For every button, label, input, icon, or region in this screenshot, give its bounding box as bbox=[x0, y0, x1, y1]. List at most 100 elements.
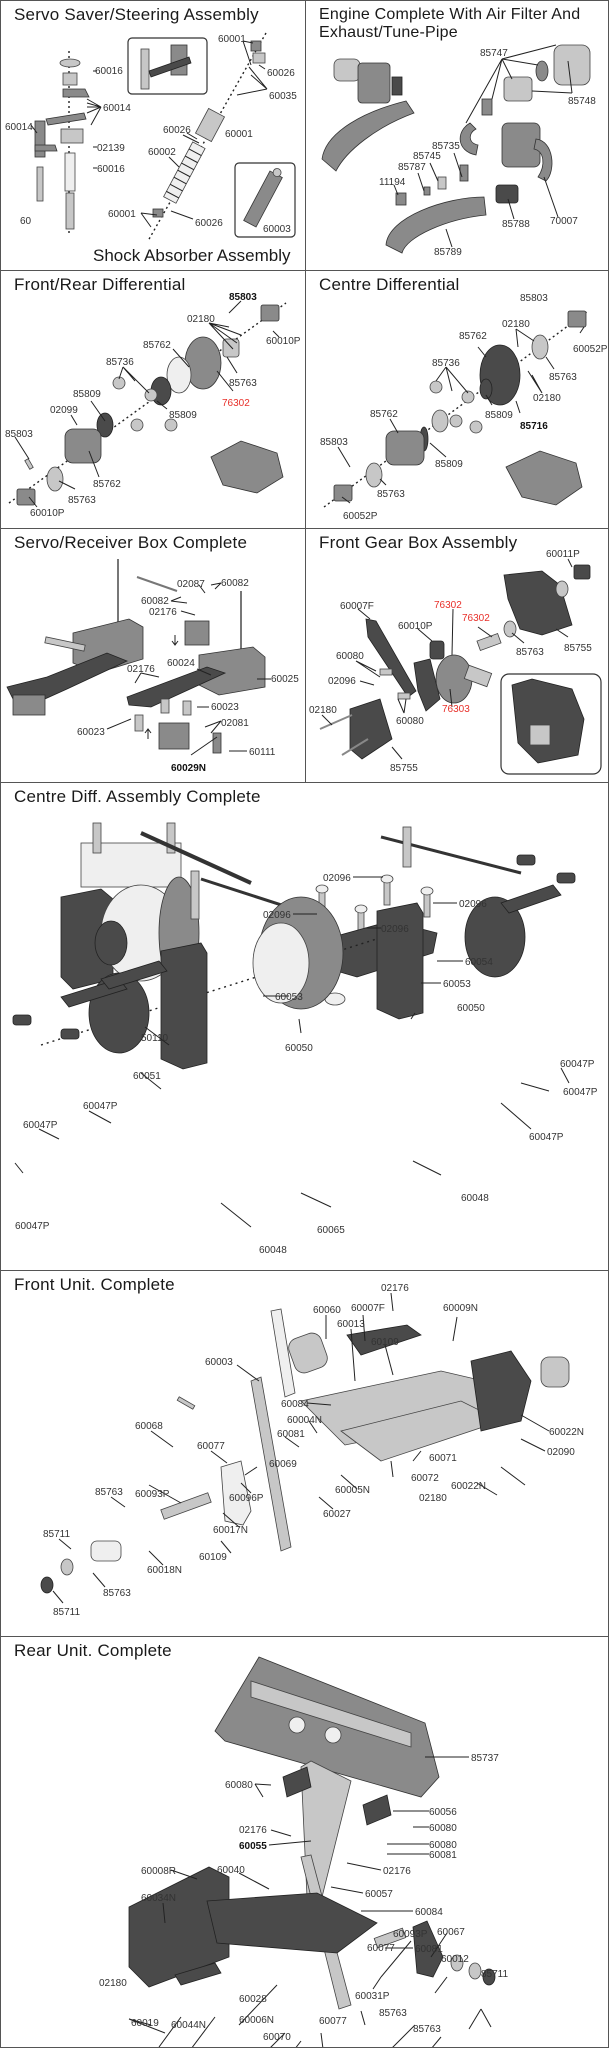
part-label-highlighted: 76302 bbox=[462, 613, 490, 624]
part-label: 02096 bbox=[328, 676, 356, 687]
part-label: 60012 bbox=[441, 1954, 469, 1965]
part-label: 85711 bbox=[43, 1529, 71, 1540]
part-label: 85809 bbox=[169, 410, 197, 421]
panel-front-rear-differential: Front/Rear Differential bbox=[1, 271, 306, 529]
part-label: 60023 bbox=[77, 727, 105, 738]
part-label: 60022N bbox=[451, 1481, 486, 1492]
part-label: 60001 bbox=[108, 209, 136, 220]
panel-title: Servo/Receiver Box Complete bbox=[14, 533, 248, 552]
part-label: 60047P bbox=[83, 1101, 118, 1112]
part-label: 85763 bbox=[229, 378, 257, 389]
part-label: 60093P bbox=[393, 1929, 428, 1940]
part-label: 60052P bbox=[573, 344, 608, 355]
front-unit-parts bbox=[40, 1308, 570, 1594]
leader-lines bbox=[30, 40, 268, 228]
part-label: 85763 bbox=[516, 647, 544, 658]
part-label: 60035 bbox=[269, 91, 297, 102]
part-label: 60068 bbox=[135, 1421, 163, 1432]
part-label: 60052P bbox=[343, 511, 378, 522]
panel-engine: Engine Complete With Air Filter And Exha… bbox=[306, 1, 608, 271]
part-label: 60080 bbox=[396, 716, 424, 727]
part-label: 60026 bbox=[163, 125, 191, 136]
part-label: 60055 bbox=[239, 1841, 267, 1852]
part-label: 60040 bbox=[217, 1865, 245, 1876]
part-label: 50110 bbox=[141, 1033, 169, 1044]
part-label: 85763 bbox=[549, 372, 577, 383]
part-label: 02096 bbox=[459, 899, 487, 910]
part-label: 60029N bbox=[171, 763, 206, 774]
part-label: 85762 bbox=[143, 340, 171, 351]
part-label: 60022N bbox=[549, 1427, 584, 1438]
part-label: 85803 bbox=[229, 292, 257, 303]
part-label: 85747 bbox=[480, 48, 508, 59]
part-label: 60053 bbox=[275, 992, 303, 1003]
part-label: 85787 bbox=[398, 162, 426, 173]
part-label: 60005N bbox=[335, 1485, 370, 1496]
part-label: 60109 bbox=[371, 1337, 399, 1348]
leader-lines bbox=[106, 582, 271, 756]
part-label: 60084 bbox=[281, 1399, 309, 1410]
part-label: 60084 bbox=[415, 1907, 443, 1918]
assembled-box bbox=[6, 559, 144, 716]
part-label: 60044N bbox=[171, 2020, 206, 2031]
part-label: 60054 bbox=[465, 957, 493, 968]
diff-parts bbox=[16, 304, 284, 506]
part-label: 60057 bbox=[365, 1889, 393, 1900]
part-label: 60047P bbox=[15, 1221, 50, 1232]
part-label: 60013 bbox=[337, 1319, 365, 1330]
part-label: 02099 bbox=[50, 405, 78, 416]
part-label: 60051 bbox=[133, 1071, 161, 1082]
front-rear-diff-drawing: 85803 02180 60010P 85762 85736 85763 763… bbox=[5, 292, 301, 519]
part-label: 02176 bbox=[149, 607, 177, 618]
part-label: 60077 bbox=[319, 2016, 347, 2027]
part-label: 85763 bbox=[379, 2008, 407, 2019]
part-label: 60065 bbox=[317, 1225, 345, 1236]
part-label: 02176 bbox=[239, 1825, 267, 1836]
part-label: 85762 bbox=[93, 479, 121, 490]
engine-drawing: 85747 85748 85735 85745 85787 11194 8578… bbox=[321, 44, 596, 258]
part-label: 85762 bbox=[459, 331, 487, 342]
part-label: 60010P bbox=[398, 621, 433, 632]
panel-front-gearbox: Front Gear Box Assembly bbox=[306, 529, 608, 783]
part-label: 02090 bbox=[547, 1447, 575, 1458]
part-label: 60003 bbox=[205, 1357, 233, 1368]
part-label: 60001 bbox=[218, 34, 246, 45]
part-label: 85803 bbox=[5, 429, 33, 440]
part-label: 60034N bbox=[141, 1893, 176, 1904]
exploded-box bbox=[126, 576, 266, 754]
part-label: 60016 bbox=[97, 164, 125, 175]
panel-title-line2: Exhaust/Tune-Pipe bbox=[319, 24, 458, 41]
part-label: 85763 bbox=[103, 1588, 131, 1599]
part-label: 60056 bbox=[429, 1807, 457, 1818]
part-label: 85711 bbox=[481, 1969, 509, 1980]
leader-lines bbox=[14, 300, 280, 508]
part-label: 85745 bbox=[413, 151, 441, 162]
part-label: 85809 bbox=[435, 459, 463, 470]
panel-title: Front Unit. Complete bbox=[14, 1275, 175, 1294]
part-label: 60070 bbox=[263, 2032, 291, 2043]
screws bbox=[315, 874, 434, 936]
part-label: 02096 bbox=[323, 873, 351, 884]
part-label: 60050 bbox=[285, 1043, 313, 1054]
part-label: 85736 bbox=[432, 358, 460, 369]
part-label: 02180 bbox=[419, 1493, 447, 1504]
part-label: 85736 bbox=[106, 357, 134, 368]
part-label: 85737 bbox=[471, 1753, 499, 1764]
part-label: 60008R bbox=[141, 1866, 176, 1877]
panel-rear-unit: Rear Unit. Complete bbox=[1, 1637, 608, 2047]
part-label: 60002 bbox=[148, 147, 176, 158]
part-label: 60018N bbox=[147, 1565, 182, 1576]
panel-subtitle: Shock Absorber Assembly bbox=[93, 246, 291, 265]
leader-lines bbox=[337, 326, 585, 504]
part-label: 60082 bbox=[221, 578, 249, 589]
panel-title: Centre Differential bbox=[319, 275, 460, 294]
leader-lines bbox=[321, 558, 573, 760]
panel-title: Rear Unit. Complete bbox=[14, 1641, 172, 1660]
exploded-centre-diff bbox=[12, 826, 576, 1070]
part-label: 60047P bbox=[23, 1120, 58, 1131]
part-label: 85763 bbox=[377, 489, 405, 500]
part-label: 02081 bbox=[221, 718, 249, 729]
part-label: 85755 bbox=[564, 643, 592, 654]
part-label: 60 bbox=[20, 216, 32, 227]
